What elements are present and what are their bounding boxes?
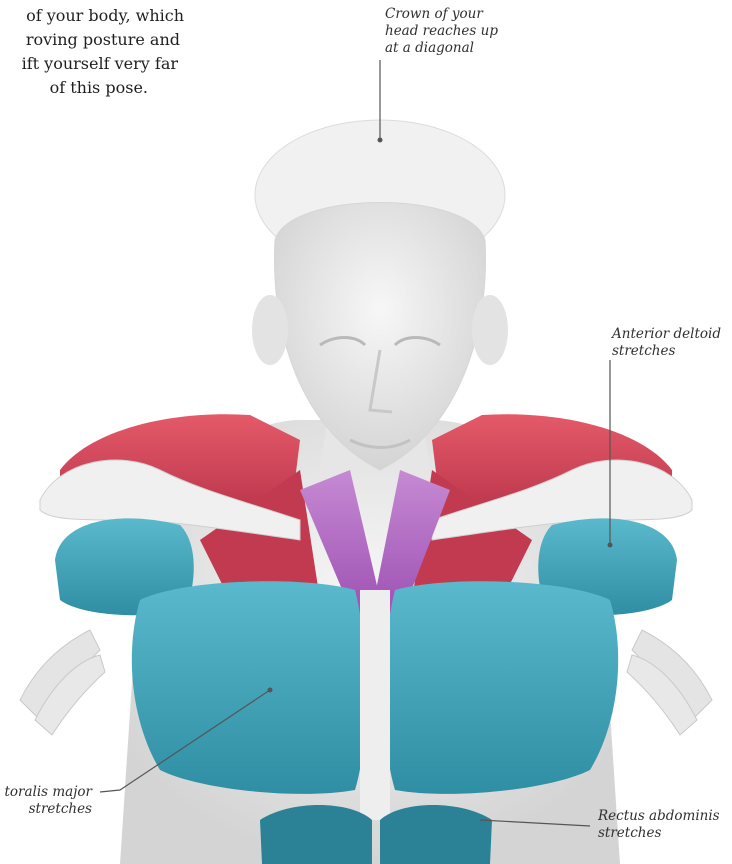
crown-label-line: at a diagonal (385, 40, 498, 57)
crown-dot (378, 138, 383, 143)
pectoralis-label-line: toralis major (0, 784, 92, 801)
rectus-label-line: Rectus abdominis (598, 808, 720, 825)
head (252, 120, 508, 470)
pectoralis-label: toralis major stretches (0, 784, 92, 818)
deltoid-label: Anterior deltoid stretches (612, 326, 721, 360)
deltoid-dot (608, 543, 613, 548)
pectoralis-label-line: stretches (0, 801, 92, 818)
rectus-label-line: stretches (598, 825, 720, 842)
crown-label: Crown of your head reaches up at a diago… (385, 6, 498, 57)
deltoid-label-line: stretches (612, 343, 721, 360)
crown-label-line: Crown of your (385, 6, 498, 23)
deltoid-label-line: Anterior deltoid (612, 326, 721, 343)
rectus-label: Rectus abdominis stretches (598, 808, 720, 842)
pectoralis-dot (268, 688, 273, 693)
crown-label-line: head reaches up (385, 23, 498, 40)
